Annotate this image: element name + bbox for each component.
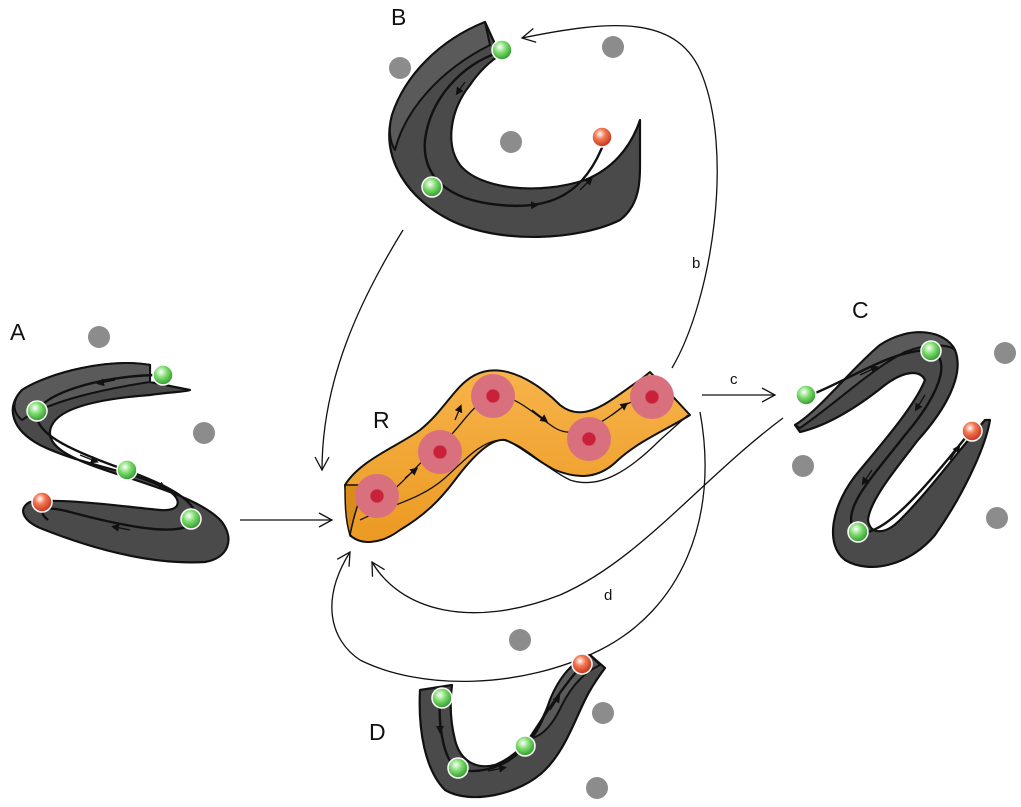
node-green — [422, 177, 442, 197]
obstacle — [994, 342, 1016, 364]
node-green — [848, 522, 868, 542]
node-green — [432, 688, 452, 708]
arrow-d-to-r — [332, 552, 360, 660]
node-green — [117, 460, 137, 480]
label-d: D — [369, 719, 386, 745]
obstacle — [193, 422, 215, 444]
node-red — [962, 421, 982, 441]
node-green — [515, 736, 535, 756]
reference-node — [355, 474, 399, 518]
label-b: B — [391, 4, 406, 30]
arrow-b-to-r — [322, 230, 403, 470]
node-green — [448, 758, 468, 778]
obstacle — [592, 702, 614, 724]
ribbon-b — [389, 22, 640, 237]
relation-arrows — [240, 26, 783, 682]
reference-node — [471, 374, 515, 418]
obstacle — [986, 507, 1008, 529]
label-a: A — [10, 319, 26, 345]
obstacle — [602, 36, 624, 58]
node-red — [592, 127, 612, 147]
node-green — [27, 401, 47, 421]
reference-node — [418, 430, 462, 474]
reference-node — [630, 375, 674, 419]
label-arrow-b: b — [692, 255, 700, 272]
label-arrow-c: c — [730, 371, 738, 388]
node-green — [921, 341, 941, 361]
node-green — [153, 365, 173, 385]
node-green — [796, 385, 816, 405]
ribbon-c — [795, 332, 990, 567]
obstacle — [792, 455, 814, 477]
label-r: R — [373, 407, 390, 433]
reference-node — [567, 417, 611, 461]
node-red — [32, 492, 52, 512]
label-c: C — [852, 297, 869, 323]
obstacle — [88, 326, 110, 348]
obstacle — [509, 629, 531, 651]
label-arrow-d: d — [604, 587, 612, 604]
obstacle — [586, 777, 608, 799]
node-red — [572, 654, 592, 674]
node-green — [181, 509, 201, 529]
obstacle — [500, 131, 522, 153]
obstacle — [389, 57, 411, 79]
ribbon-a — [13, 363, 229, 562]
ribbon-d — [420, 654, 605, 797]
node-green — [492, 40, 512, 60]
reference-ribbon-r — [345, 370, 690, 542]
